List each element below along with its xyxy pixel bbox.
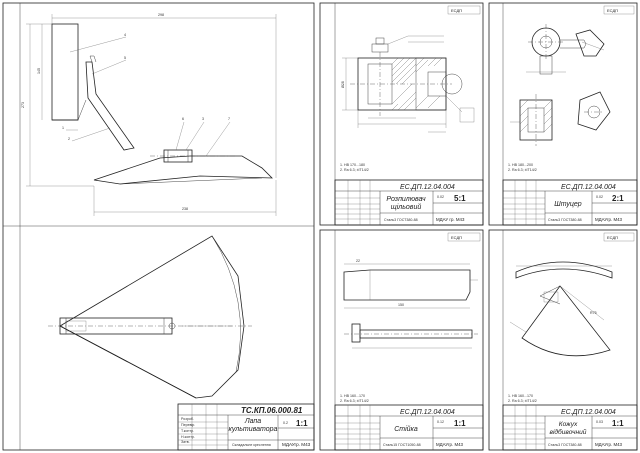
svg-text:Н.контр.: Н.контр. — [181, 435, 195, 439]
drawing-title-1: Кожух — [559, 421, 578, 428]
material-text: Сталь3 ГОСТ380-88 — [384, 218, 418, 222]
drawing-title-2: культиватора — [229, 426, 278, 433]
drawing-code: ЕС.ДП.12.04.004 — [561, 409, 616, 416]
sheet-frame — [488, 229, 638, 451]
mass-value: 0.2 — [283, 421, 288, 425]
note-2: 2. Ra 6.3; ±IT14/2 — [340, 399, 369, 403]
svg-text:4: 4 — [124, 33, 126, 37]
note-1: 1. НВ 160...170 — [340, 394, 365, 398]
bushing-section — [350, 35, 475, 123]
title-block-post: ЕС.ДП.12.04.004 Стійка 0.12 1:1 Сталь15 … — [334, 404, 484, 451]
svg-text:Перевір.: Перевір. — [181, 423, 195, 427]
mass-value: 0.03 — [596, 420, 603, 424]
drawing-title-1: Стійка — [394, 425, 418, 433]
drawing-title-1: Лапа — [244, 418, 261, 425]
mass-value: 0.02 — [437, 195, 444, 199]
title-block-assembly: ТС.КП.06.000.81 Лапа культиватора 0.2 1:… — [177, 403, 315, 451]
title-block-guard: ЕС.ДП.12.04.004 Кожух відбивочний 0.03 1… — [502, 404, 638, 451]
svg-text:2: 2 — [68, 137, 70, 141]
org-text: МДАУ гр. М43 — [436, 217, 465, 222]
note-1: 1. НВ 160...170 — [508, 394, 533, 398]
sheet-frame — [319, 2, 484, 226]
note-1: 1. НВ 180...200 — [508, 163, 533, 167]
dim-left: 273 — [21, 102, 25, 108]
note-1: 1. НВ 170...180 — [340, 163, 365, 167]
dim-top: 298 — [158, 13, 164, 17]
fitting-views — [510, 24, 611, 146]
material-text: Сталь3 ГОСТ380-88 — [548, 443, 582, 447]
material-text: Складальне креслення — [232, 443, 271, 447]
drawing-code: ЕС.ДП.12.04.004 — [400, 184, 455, 191]
svg-text:3: 3 — [202, 117, 204, 121]
mass-value: 0.12 — [437, 420, 444, 424]
material-text: Сталь15 ГОСТ1050-88 — [383, 443, 421, 447]
sheet-guard[interactable]: ЕСДП R75 1. НВ 160...170 2. Ra 6.3; ±IT1… — [488, 229, 638, 451]
svg-text:5: 5 — [124, 56, 126, 60]
sheet-fitting[interactable]: ЕСДП 1. НВ 180...200 — [488, 2, 638, 226]
note-2: 2. Ra 6.3; ±IT14/2 — [508, 399, 537, 403]
shovel-side-view — [51, 23, 273, 185]
post-dim-top: 22 — [356, 259, 360, 263]
org-text: МДАУгр. М43 — [436, 442, 464, 447]
sheet-assembly[interactable]: 4 5 1 2 6 3 7 298 273 145 238 — [2, 2, 315, 451]
org-text: МДАУгр. М43 — [282, 442, 311, 447]
org-text: МДАУгр. М43 — [595, 217, 623, 222]
leader-lines: 4 5 1 2 6 3 7 — [62, 33, 231, 157]
svg-text:6: 6 — [182, 117, 184, 121]
post-dim-length: 150 — [398, 303, 404, 307]
note-2: 2. Ra 6.3; ±IT14/2 — [508, 168, 537, 172]
svg-text:1: 1 — [62, 126, 64, 130]
sheet-frame — [2, 2, 315, 451]
material-text: Сталь3 ГОСТ380-88 — [548, 218, 582, 222]
title-block-bushing: ЕС.ДП.12.04.004 Розпилювач щільовий 0.02… — [334, 179, 484, 226]
bushing-dimensions: Ø28 — [341, 57, 447, 133]
drawing-title-2: відбивочний — [550, 428, 587, 436]
sheet-frame — [488, 2, 638, 226]
shovel-plan-view — [48, 235, 252, 399]
scale-value: 1:1 — [454, 419, 466, 428]
org-text: МДАУгр. М43 — [595, 442, 623, 447]
assembly-dimensions: 298 273 145 238 — [21, 13, 277, 216]
drawing-code: ЕС.ДП.12.04.004 — [561, 184, 616, 191]
post-views: 22 150 — [343, 259, 478, 349]
drawing-title-1: Штуцер — [554, 201, 582, 208]
bushing-diameter: Ø28 — [341, 81, 345, 88]
svg-text:Розроб.: Розроб. — [181, 417, 194, 421]
title-block-fitting: ЕС.ДП.12.04.004 Штуцер 0.02 2:1 Сталь3 Г… — [502, 179, 638, 226]
svg-text:ЕСДП: ЕСДП — [607, 8, 618, 13]
dim-bottom: 238 — [182, 207, 188, 211]
sheet-bushing[interactable]: ЕСДП — [319, 2, 484, 226]
note-2: 2. Ra 6.3; ±IT14/2 — [340, 168, 369, 172]
sheet-frame — [319, 229, 484, 451]
dim-mid: 145 — [37, 68, 41, 74]
guard-radius: R75 — [590, 311, 597, 315]
guard-views: R75 — [509, 261, 613, 357]
scale-value: 2:1 — [612, 194, 624, 203]
drawing-code: ЕС.ДП.12.04.004 — [400, 409, 455, 416]
mass-value: 0.02 — [596, 195, 603, 199]
drawing-title-1: Розпилювач — [386, 196, 426, 203]
svg-text:ЕСДП: ЕСДП — [607, 235, 618, 240]
drawing-code: ТС.КП.06.000.81 — [241, 406, 303, 415]
svg-text:ЕСДП: ЕСДП — [451, 8, 462, 13]
sheet-post[interactable]: ЕСДП 22 150 1. НВ 160...170 2. Ra 6.3; ±… — [319, 229, 484, 451]
svg-text:7: 7 — [228, 117, 230, 121]
drawing-title-2: щільовий — [391, 203, 422, 211]
scale-value: 5:1 — [454, 194, 466, 203]
svg-text:Т.контр.: Т.контр. — [181, 429, 194, 433]
svg-text:Затв.: Затв. — [181, 440, 190, 444]
scale-value: 1:1 — [612, 419, 624, 428]
svg-text:ЕСДП: ЕСДП — [451, 235, 462, 240]
scale-value: 1:1 — [296, 419, 308, 428]
